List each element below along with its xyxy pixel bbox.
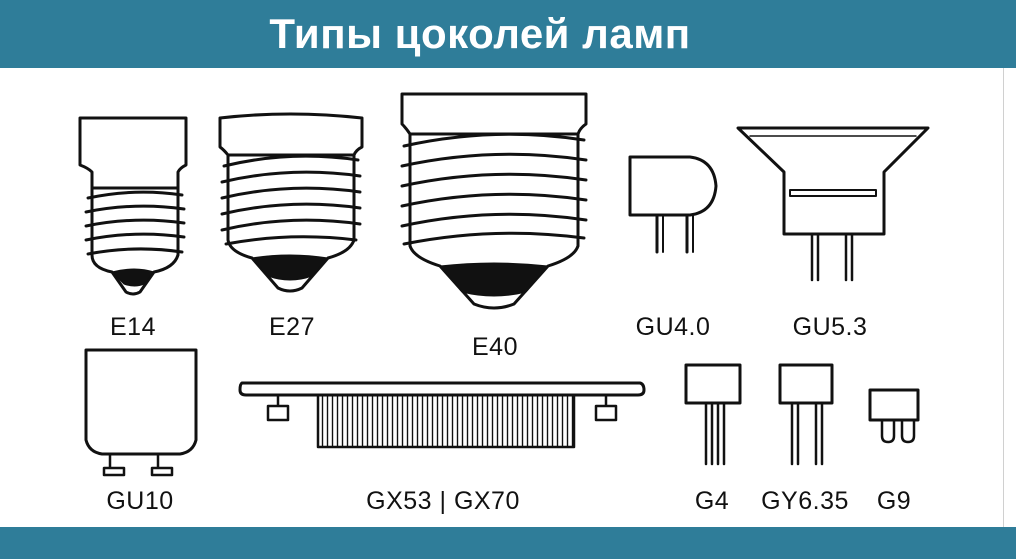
- label-gu10: GU10: [106, 487, 174, 515]
- gu40-base-icon: [628, 155, 718, 254]
- gu10-base-icon: [84, 348, 198, 477]
- e14-base-icon: [78, 116, 188, 296]
- gu53-base-icon: [736, 126, 930, 282]
- e27-base-icon: [218, 112, 364, 293]
- label-e14: E14: [110, 313, 156, 341]
- label-g4: G4: [694, 487, 730, 515]
- gy635-base-icon: [778, 363, 834, 466]
- label-gu53: GU5.3: [792, 313, 868, 341]
- g9-base-icon: [868, 388, 920, 444]
- label-gu40: GU4.0: [635, 313, 711, 341]
- label-e27: E27: [269, 313, 315, 341]
- gx53-base-icon: [238, 381, 646, 449]
- label-e40: E40: [472, 333, 518, 361]
- label-gy635: GY6.35: [761, 487, 849, 515]
- footer-banner: [0, 527, 1016, 559]
- label-gx53-gx70: GX53 | GX70: [366, 487, 520, 515]
- page-edge: [1003, 68, 1016, 527]
- g4-base-icon: [684, 363, 742, 466]
- page-title: Типы цоколей ламп: [269, 10, 691, 57]
- e40-base-icon: [400, 92, 588, 310]
- label-g9: G9: [876, 487, 912, 515]
- title-banner: Типы цоколей ламп: [0, 0, 1016, 68]
